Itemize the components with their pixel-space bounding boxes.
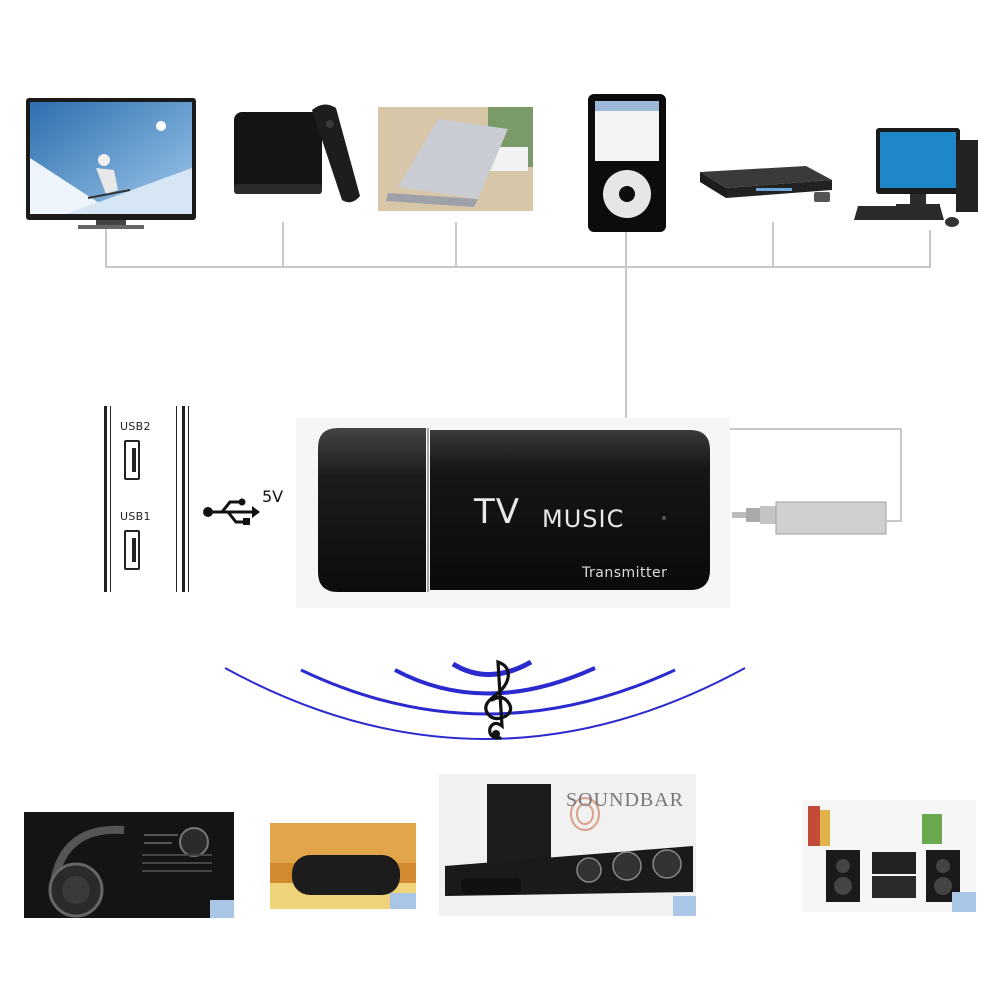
- soundbar-image: [439, 774, 696, 916]
- drop-line-tvbox: [282, 222, 284, 268]
- desktop-pc-image: [852, 126, 982, 232]
- soundbar-label: SOUNDBAR: [566, 789, 685, 811]
- usb1-port[interactable]: [124, 530, 140, 570]
- home-stereo-image: [802, 800, 976, 912]
- tv-box-image: [232, 100, 364, 210]
- dongle-brand-music: MUSIC: [542, 505, 625, 533]
- drop-line-pc: [929, 230, 931, 268]
- usb1-label: USB1: [120, 510, 151, 523]
- top-bus-line: [105, 266, 931, 268]
- audio-jack-plug[interactable]: [730, 492, 890, 540]
- portable-speaker-image: [270, 823, 416, 909]
- dongle-subtitle: Transmitter: [582, 565, 668, 581]
- dongle-body[interactable]: [318, 424, 710, 594]
- mp3-player-image: [588, 94, 666, 232]
- cable-line-top: [730, 428, 902, 430]
- usb-port-panel: [104, 406, 190, 592]
- drop-line-dvd: [772, 222, 774, 268]
- center-trunk-line: [625, 266, 627, 418]
- headphones-image: [24, 812, 234, 918]
- cable-line-bottom: [884, 520, 902, 522]
- dvd-player-image: [696, 162, 836, 206]
- voltage-label: 5V: [262, 487, 284, 506]
- drop-line-laptop: [455, 222, 457, 268]
- cable-line-right: [900, 428, 902, 522]
- music-note-icon: [478, 654, 518, 744]
- usb2-port[interactable]: [124, 440, 140, 480]
- drop-line-mp3: [625, 232, 627, 268]
- drop-line-tv: [105, 228, 107, 268]
- dongle-brand-tv: TV: [474, 492, 521, 532]
- laptop-image: [378, 107, 533, 211]
- usb2-label: USB2: [120, 420, 151, 433]
- tv-image: [26, 98, 196, 233]
- usb-icon: [202, 496, 260, 528]
